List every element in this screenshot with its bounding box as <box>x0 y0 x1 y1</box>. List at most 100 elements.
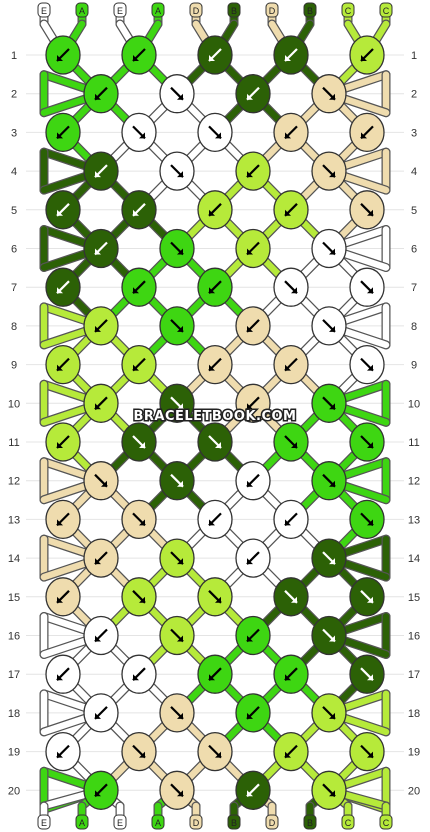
row-number-left: 17 <box>8 669 20 681</box>
knot <box>83 228 119 269</box>
arrow-head <box>139 596 145 603</box>
knot <box>159 151 195 191</box>
knot <box>83 538 119 578</box>
arrow-head <box>247 248 253 255</box>
row-number-right: 11 <box>408 437 419 449</box>
arrow-head <box>101 480 107 487</box>
knot <box>45 654 81 694</box>
row-number-left: 3 <box>11 127 17 139</box>
arrow-head <box>95 635 101 642</box>
arrow-head <box>133 674 139 681</box>
knot <box>83 461 119 501</box>
arrow-head <box>209 209 215 216</box>
strand-tab-top <box>75 2 89 18</box>
knot <box>83 615 119 656</box>
knot <box>235 228 271 269</box>
strand-label-top: E <box>117 6 123 16</box>
knot <box>311 538 347 578</box>
arrow-head <box>177 93 183 100</box>
strand-tab-top <box>37 2 51 18</box>
arrow-head <box>177 558 183 565</box>
arrow-head <box>57 364 63 371</box>
row-number-right: 2 <box>411 89 417 101</box>
arrow-head <box>177 635 183 642</box>
row-number-left: 9 <box>11 360 17 372</box>
arrow-head <box>247 93 253 100</box>
strand-tab-bottom <box>189 814 203 830</box>
knot <box>273 422 309 462</box>
row-number-right: 15 <box>408 592 420 604</box>
row-number-left: 20 <box>8 785 20 797</box>
knot <box>121 577 157 617</box>
arrow-head <box>95 171 101 178</box>
knot <box>197 422 233 462</box>
knot <box>197 112 233 153</box>
arrow-head <box>291 287 297 294</box>
arrow-head <box>361 132 367 139</box>
knot <box>159 770 195 810</box>
arrow-head <box>361 55 367 61</box>
knot <box>159 693 195 733</box>
arrow-head <box>57 209 63 216</box>
row-number-right: 19 <box>408 747 420 759</box>
row-number-right: 1 <box>411 50 417 62</box>
arrow-head <box>329 93 335 100</box>
knot <box>273 112 309 153</box>
arrow-head <box>95 403 101 410</box>
knot <box>197 344 233 385</box>
row-number-right: 4 <box>411 166 417 178</box>
row-number-left: 5 <box>11 205 17 217</box>
knot <box>121 731 157 772</box>
row-number-right: 20 <box>408 785 420 797</box>
knot <box>159 383 195 423</box>
knot <box>159 306 195 346</box>
row-number-left: 16 <box>8 631 20 643</box>
arrow-head <box>247 635 253 642</box>
row-number-left: 11 <box>8 437 19 449</box>
arrow-head <box>57 596 63 603</box>
arrow-head <box>329 171 335 178</box>
strand-tab-bottom <box>37 814 51 830</box>
knot <box>273 190 309 230</box>
strand-tab-bottom <box>303 814 317 830</box>
knot <box>235 383 271 423</box>
strand-tab-bottom <box>265 814 279 830</box>
arrow-head <box>139 751 145 758</box>
knot <box>235 306 271 346</box>
arrow-head <box>285 674 291 681</box>
arrow-head <box>177 403 183 410</box>
strand-label-bottom: D <box>269 818 276 828</box>
knot <box>197 731 233 772</box>
arrow-head <box>139 132 145 139</box>
strand-label-top: B <box>231 6 237 16</box>
arrow-head <box>247 558 253 565</box>
strand-label-bottom: E <box>41 818 47 828</box>
row-number-left: 13 <box>8 514 20 526</box>
knot <box>311 306 347 346</box>
arrow-head <box>57 55 63 61</box>
strand-label-bottom: B <box>307 818 313 828</box>
arrow-head <box>209 55 215 61</box>
strand-tab-top <box>265 2 279 18</box>
row-number-right: 14 <box>408 553 420 565</box>
strand-label-top: A <box>79 6 85 16</box>
row-number-left: 7 <box>11 282 17 294</box>
knot <box>311 693 347 733</box>
knot <box>83 770 119 810</box>
arrow-head <box>177 790 183 797</box>
arrow-head <box>209 364 215 371</box>
row-number-right: 7 <box>411 282 417 294</box>
strand-tab-top <box>113 2 127 18</box>
knot <box>121 35 157 75</box>
strand-tab-bottom <box>379 814 393 830</box>
row-number-left: 6 <box>11 244 17 256</box>
knot <box>197 35 233 75</box>
arrow-head <box>177 480 183 487</box>
knot <box>311 383 347 423</box>
knot <box>349 577 385 617</box>
knot <box>83 151 119 191</box>
strand-label-bottom: C <box>345 818 352 828</box>
row-number-left: 1 <box>11 50 17 62</box>
arrow-head <box>291 596 297 603</box>
